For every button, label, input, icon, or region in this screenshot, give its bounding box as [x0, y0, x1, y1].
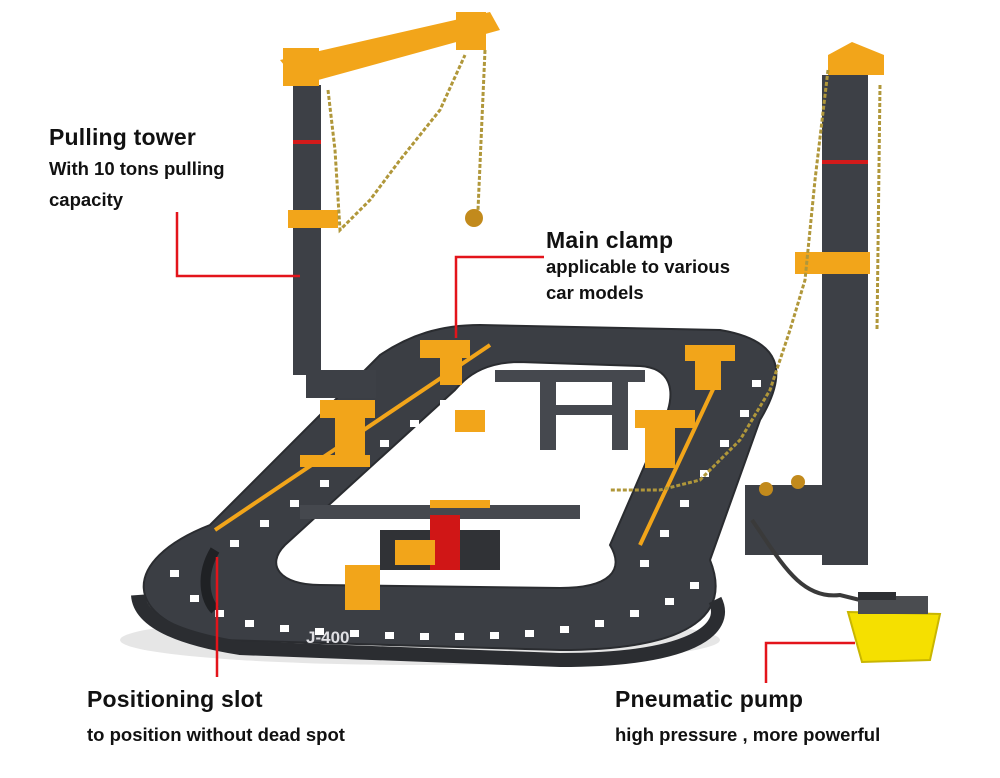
callout-desc-line1: applicable to various — [546, 256, 731, 277]
air-hose — [750, 518, 861, 602]
callout-desc: to position without dead spot — [87, 724, 345, 745]
curved-slot — [200, 547, 220, 614]
callout-desc-line2: car models — [546, 282, 644, 303]
callout-positioning-slot: Positioning slot to position without dea… — [87, 686, 345, 750]
pneumatic-pump — [846, 592, 942, 664]
callout-desc: high pressure , more powerful — [615, 724, 881, 745]
callout-title: Pulling tower — [49, 124, 196, 150]
pulling-tower-right — [610, 42, 884, 565]
leader-line-clamp — [454, 255, 544, 338]
callout-main-clamp: Main clamp applicable to various car mod… — [546, 227, 786, 306]
pulling-tower-left — [280, 12, 500, 398]
callout-pneumatic-pump: Pneumatic pump high pressure , more powe… — [615, 686, 880, 750]
hydraulic-ram-unit — [380, 515, 500, 570]
callout-title: Main clamp — [546, 227, 674, 253]
callout-desc-line1: With 10 tons pulling — [49, 158, 225, 179]
leader-line-tower — [175, 212, 300, 278]
model-label: J-400 — [306, 628, 349, 647]
leader-line-pump — [764, 641, 855, 683]
callout-pulling-tower: Pulling tower With 10 tons pulling capac… — [49, 124, 279, 215]
callout-title: Positioning slot — [87, 686, 263, 712]
main-clamps — [300, 340, 735, 610]
bench-platform — [131, 323, 778, 668]
callout-title: Pneumatic pump — [615, 686, 804, 712]
leader-lines — [175, 212, 855, 683]
callout-desc-line2: capacity — [49, 189, 124, 210]
